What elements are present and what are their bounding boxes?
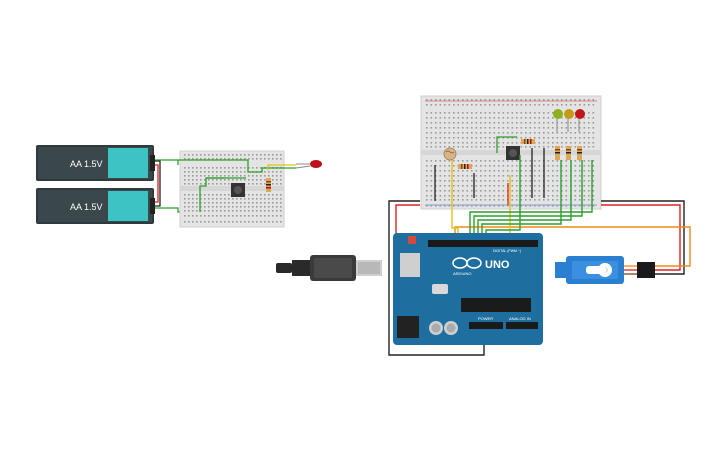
pushbutton-icon[interactable] bbox=[506, 146, 520, 160]
breadboard-holes bbox=[426, 99, 595, 207]
arduino-logo-icon bbox=[452, 257, 482, 269]
digital-header bbox=[428, 240, 538, 247]
resistor-icon bbox=[458, 164, 472, 169]
crystal bbox=[432, 284, 448, 294]
power-jack bbox=[397, 316, 419, 338]
breadboard-holes bbox=[184, 154, 282, 223]
pushbutton-icon[interactable] bbox=[231, 183, 245, 197]
analog-label: ANALOG IN bbox=[509, 316, 531, 321]
led-icon[interactable] bbox=[295, 160, 322, 169]
resistor-icon bbox=[521, 139, 535, 144]
main-breadboard-wires[interactable] bbox=[434, 136, 545, 205]
photoresistor-icon[interactable] bbox=[443, 147, 457, 161]
usb-cable-icon[interactable] bbox=[276, 255, 382, 281]
battery-label: AA 1.5V bbox=[70, 159, 103, 169]
resistor-icon bbox=[566, 146, 571, 160]
battery-icon[interactable]: AA 1.5V bbox=[36, 188, 155, 224]
digital-label: DIGITAL (PWM ~) bbox=[493, 249, 521, 253]
reset-button[interactable] bbox=[408, 236, 416, 244]
analog-header bbox=[506, 322, 538, 329]
battery-pack[interactable]: AA 1.5V AA 1.5V bbox=[36, 145, 155, 224]
board-brand: ARDUINO bbox=[453, 271, 471, 276]
arduino-uno-board[interactable]: UNO ARDUINO DIGITAL (PWM ~) POWER ANALOG… bbox=[393, 233, 543, 345]
usb-port bbox=[400, 253, 420, 277]
resistor-icon bbox=[577, 146, 582, 160]
led-icon[interactable] bbox=[553, 109, 563, 132]
power-header bbox=[469, 322, 503, 329]
board-model: UNO bbox=[485, 259, 510, 271]
small-breadboard-wires[interactable] bbox=[178, 159, 296, 212]
servo-icon[interactable] bbox=[555, 256, 655, 284]
battery-icon[interactable]: AA 1.5V bbox=[36, 145, 155, 181]
battery-label: AA 1.5V bbox=[70, 202, 103, 212]
led-icon[interactable] bbox=[564, 109, 574, 132]
resistor-icon bbox=[555, 146, 560, 160]
resistor-icon bbox=[266, 178, 271, 192]
microcontroller-chip bbox=[461, 298, 531, 312]
led-icon[interactable] bbox=[575, 109, 585, 132]
power-label: POWER bbox=[478, 316, 493, 321]
